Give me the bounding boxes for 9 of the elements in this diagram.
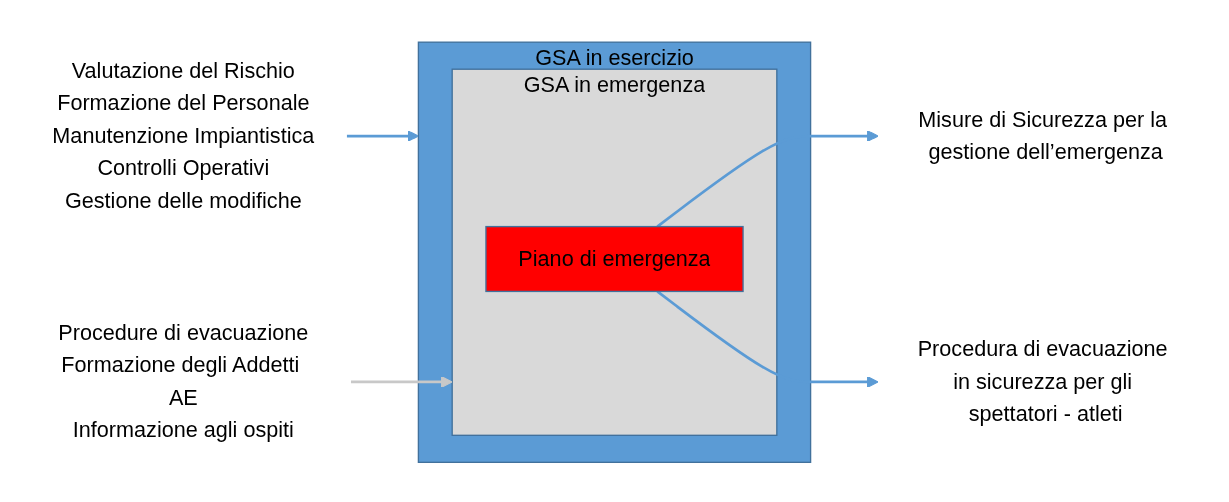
arrow [656, 130, 879, 228]
arrow [346, 130, 419, 143]
arrow [656, 290, 879, 388]
node-text: Procedure di evacuazione Formazione degli Addetti AE Informazione agli ospiti [58, 321, 309, 442]
node-box: Piano di emergenza [485, 226, 744, 293]
node-text: Misure di Sicurezza per la gestione dell’emergenza [918, 107, 1167, 164]
node-text: Valutazione del Rischio Formazione del Personale Manutenzione Impiantistica Controlli Operativi Gestione delle modifiche [52, 59, 315, 212]
arrow [350, 376, 453, 388]
node-text: Procedura di evacuazione in sicurezza per gli spettatori - atleti [917, 337, 1168, 426]
